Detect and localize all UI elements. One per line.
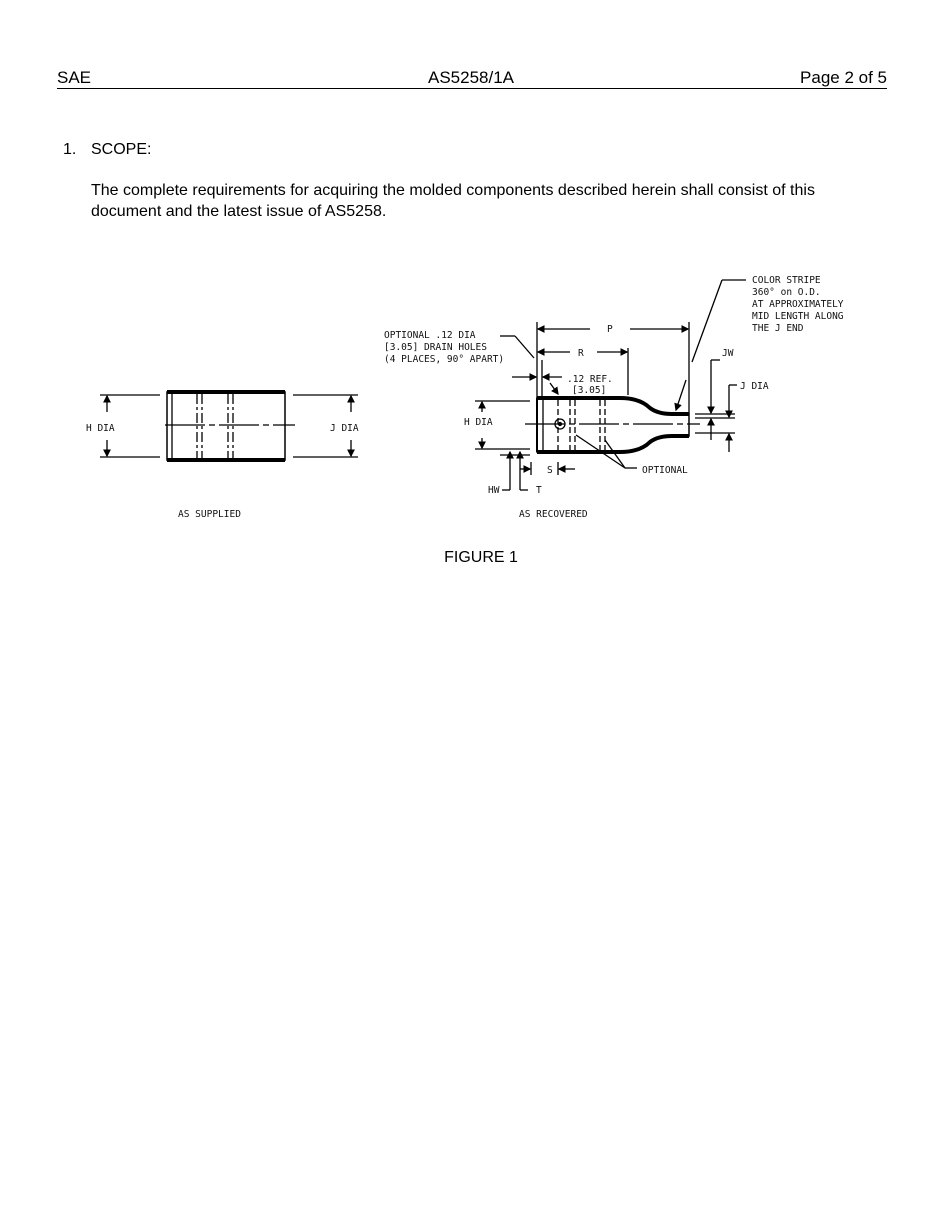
ref-line-2: [3.05] bbox=[572, 385, 606, 396]
scope-paragraph: The complete requirements for acquiring … bbox=[91, 182, 815, 220]
header-page-number: Page 2 of 5 bbox=[800, 68, 887, 87]
page-header: SAE AS5258/1A Page 2 of 5 bbox=[57, 68, 887, 89]
dim-s-label: S bbox=[547, 465, 553, 476]
header-doc-number: AS5258/1A bbox=[428, 68, 515, 87]
supplied-j-dia-label: J DIA bbox=[330, 423, 359, 434]
supplied-sleeve-drawing bbox=[100, 390, 358, 462]
figure-caption: FIGURE 1 bbox=[444, 549, 518, 566]
header-org: SAE bbox=[57, 68, 92, 87]
stripe-note-line-4: MID LENGTH ALONG bbox=[752, 311, 844, 322]
supplied-h-dia-label: H DIA bbox=[86, 423, 115, 434]
drain-note-line-3: (4 PLACES, 90° APART) bbox=[384, 354, 504, 365]
stripe-note-line-1: COLOR STRIPE bbox=[752, 275, 821, 286]
dim-t-label: T bbox=[536, 485, 542, 496]
section-heading: 1. SCOPE: bbox=[63, 141, 151, 159]
optional-label: OPTIONAL bbox=[642, 465, 688, 476]
recovered-sleeve-drawing bbox=[475, 279, 746, 491]
technical-drawing: H DIA J DIA AS SUPPLIED OPTIONAL .12 DIA… bbox=[86, 275, 844, 520]
recovered-h-dia-label: H DIA bbox=[464, 417, 493, 428]
drain-note-line-2: [3.05] DRAIN HOLES bbox=[384, 342, 487, 353]
stripe-note-line-2: 360° on O.D. bbox=[752, 287, 821, 298]
ref-line-1: .12 REF. bbox=[567, 374, 613, 385]
section-title: SCOPE: bbox=[91, 141, 152, 158]
supplied-caption: AS SUPPLIED bbox=[178, 509, 241, 520]
figure-1-drawing: H DIA J DIA AS SUPPLIED OPTIONAL .12 DIA… bbox=[0, 250, 950, 540]
recovered-j-dia-label: J DIA bbox=[740, 381, 769, 392]
dim-r-label: R bbox=[578, 348, 584, 359]
section-number: 1. bbox=[63, 141, 77, 158]
stripe-note-line-3: AT APPROXIMATELY bbox=[752, 299, 844, 310]
stripe-note-line-5: THE J END bbox=[752, 323, 804, 334]
drain-note-line-1: OPTIONAL .12 DIA bbox=[384, 330, 476, 341]
recovered-caption: AS RECOVERED bbox=[519, 509, 588, 520]
dim-p-label: P bbox=[607, 324, 613, 335]
dim-hw-label: HW bbox=[488, 485, 500, 496]
dim-jw-label: JW bbox=[722, 348, 734, 359]
